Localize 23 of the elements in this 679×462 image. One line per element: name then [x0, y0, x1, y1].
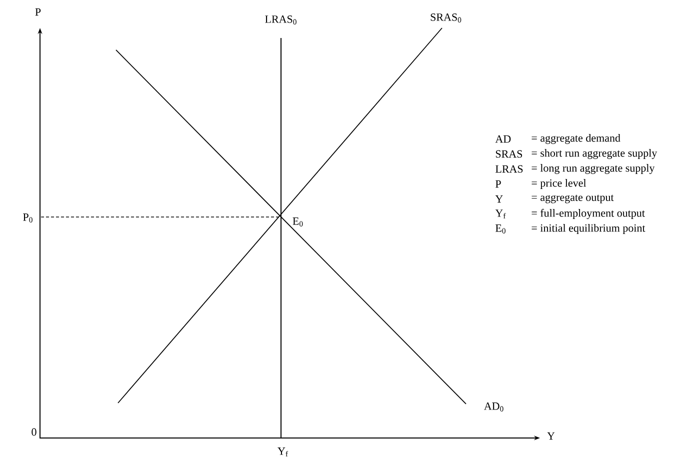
axis-label: 0 [32, 428, 36, 436]
curve-label: AD$_{0}$ [484, 402, 504, 412]
curve-label: SRAS$_{0}$ [430, 14, 462, 22]
curve-label: LRAS$_{0}$ [265, 16, 296, 24]
key-symbol: LRAS [496, 165, 523, 173]
axis-label: Y$_{f}$ [278, 448, 288, 456]
point-label: E$_{0}$ [292, 218, 303, 226]
key-text: = short run aggregate supply [532, 149, 658, 159]
key-symbol: AD [495, 135, 511, 143]
key-text: = long run aggregate supply [532, 164, 655, 174]
key-text: = aggregate output [532, 194, 614, 204]
key-symbol: Y$_{f}$ [495, 210, 506, 218]
key-text: = full-employment output [532, 208, 645, 220]
key-symbol: E$_{0}$ [496, 224, 506, 234]
key-symbol: Y [495, 195, 503, 203]
axis-label: P [35, 8, 41, 16]
key-symbol: P [496, 180, 501, 188]
key-text: = initial equilibrium point [532, 224, 646, 234]
key-symbol: SRAS [496, 150, 522, 158]
axis-label: P$_{0}$ [23, 214, 32, 222]
key-text: = price level [532, 179, 586, 189]
key-text: = aggregate demand [532, 134, 620, 144]
axis-label: Y [547, 432, 555, 440]
